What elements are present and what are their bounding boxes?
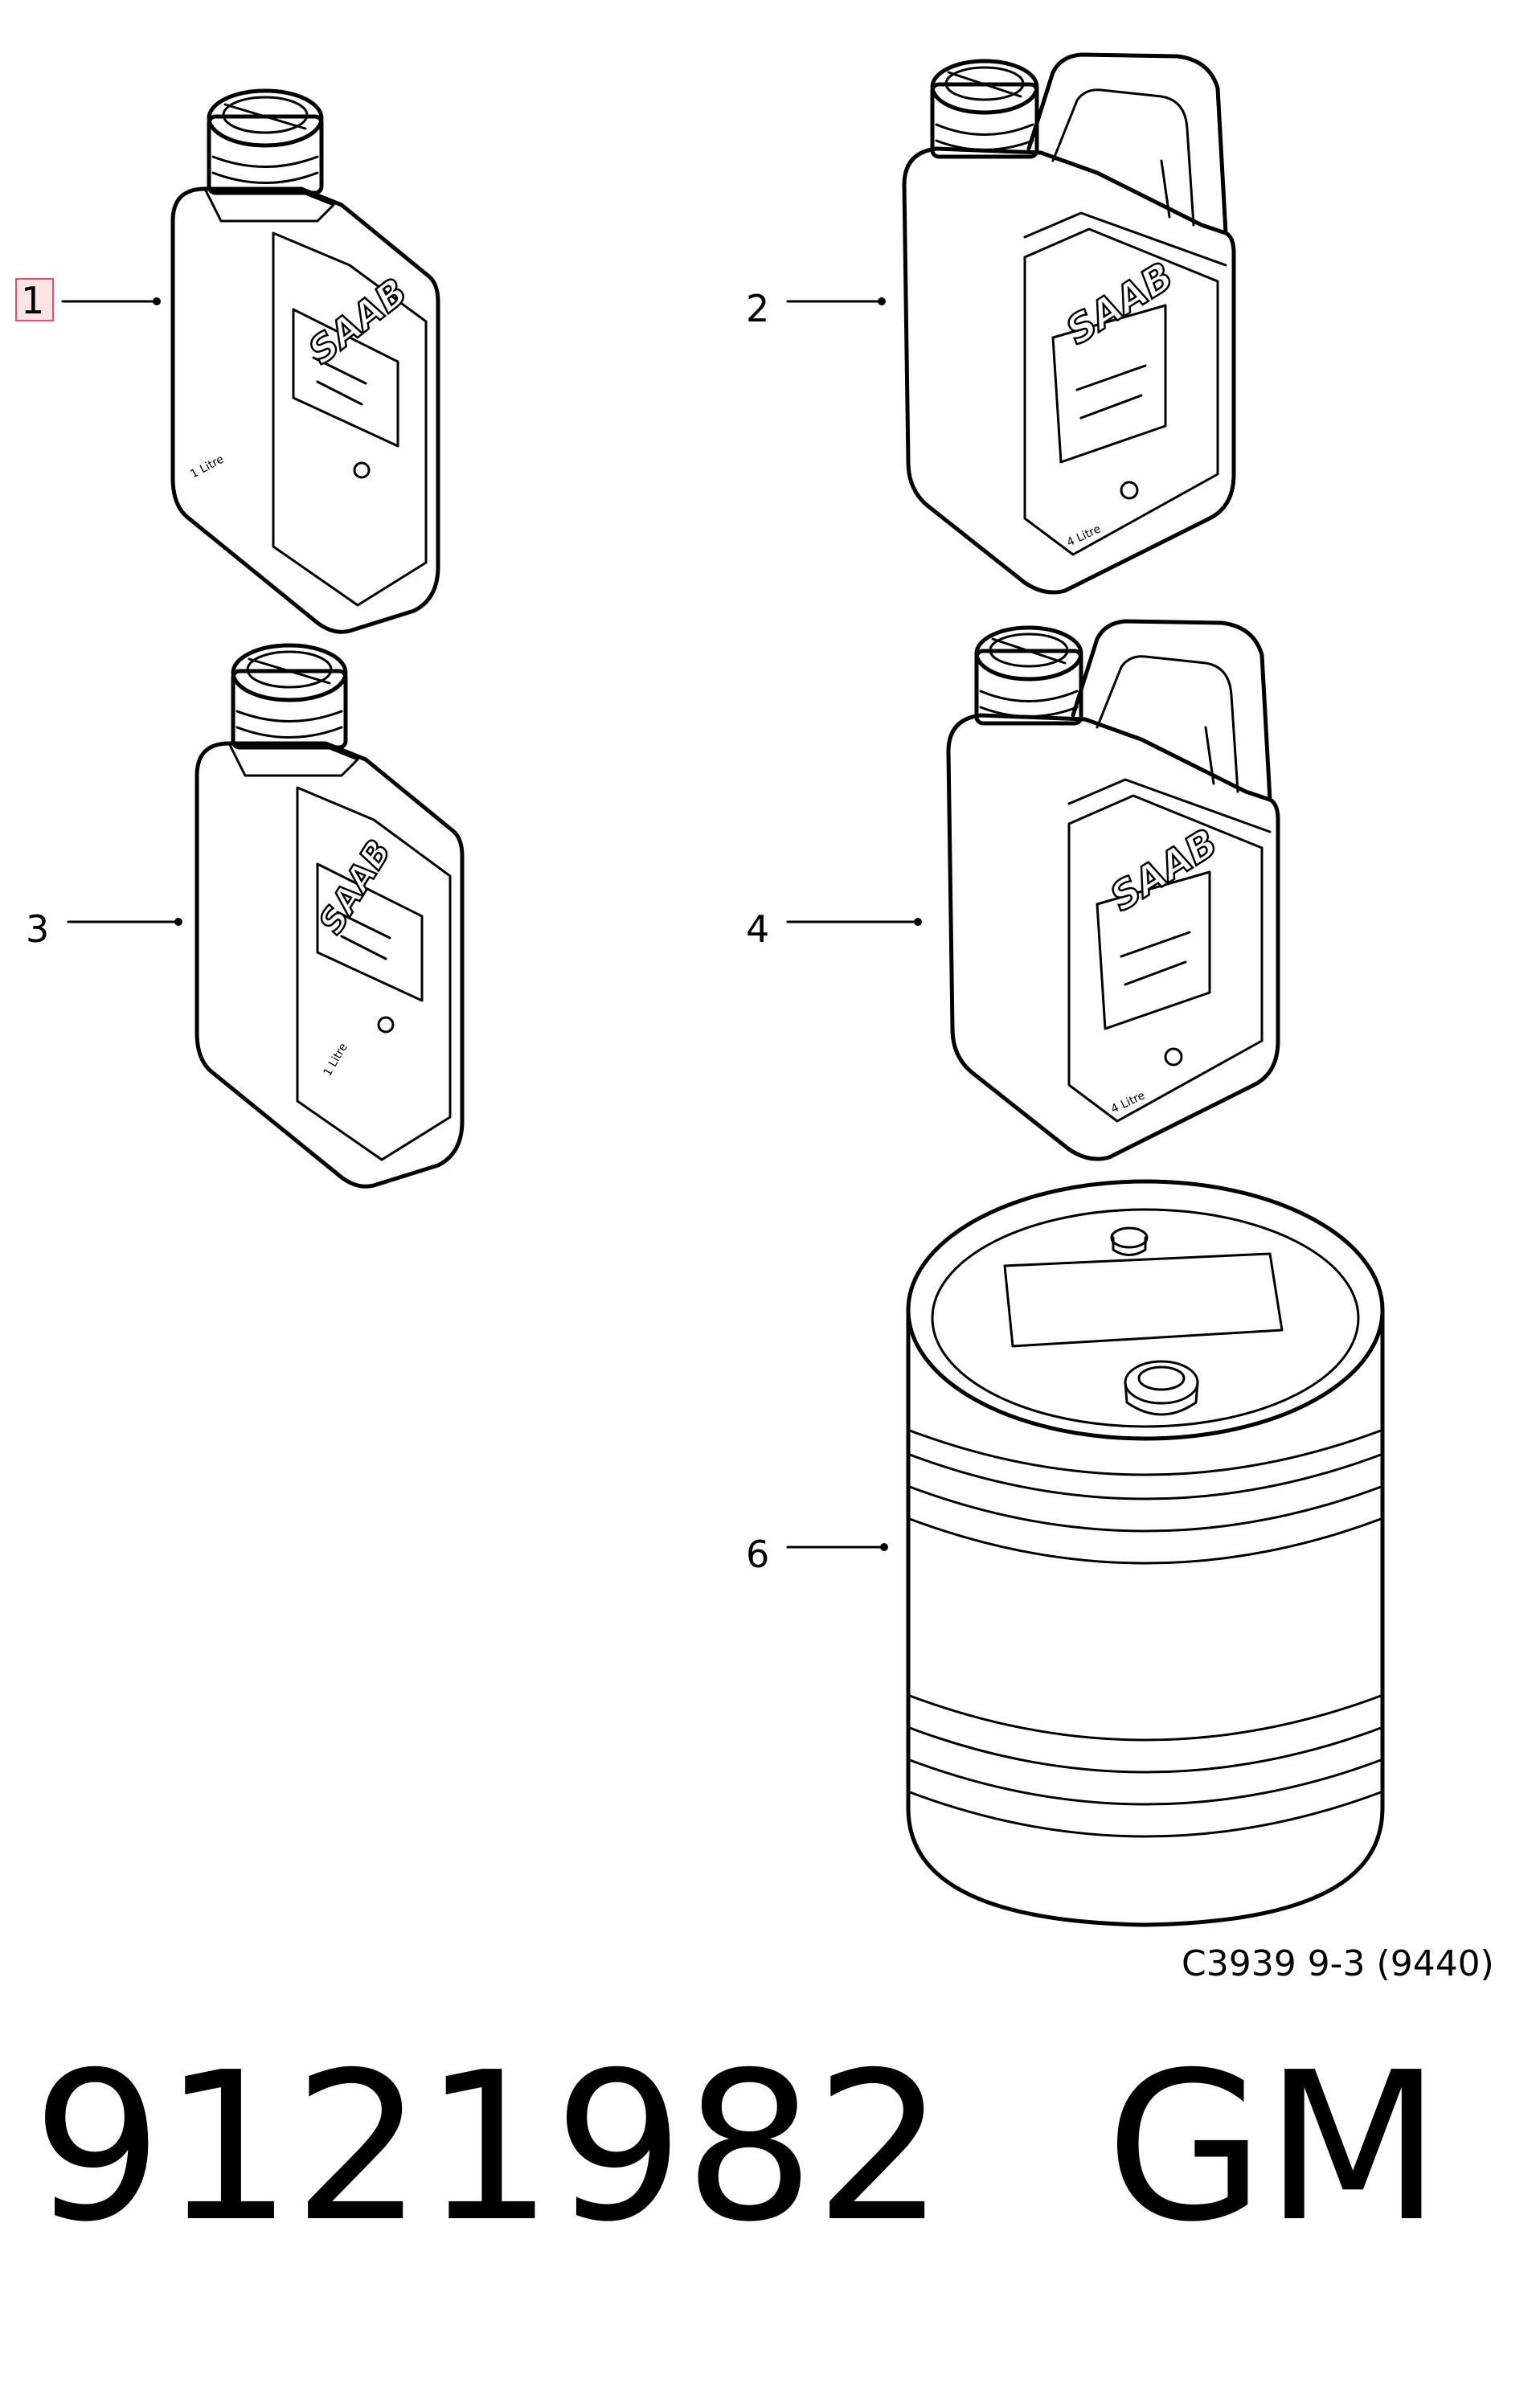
volume-label-4: 4 Litre [1109,1089,1147,1116]
svg-text:3: 3 [26,907,49,951]
container-2-jug: SAAB 4 Litre [904,55,1234,592]
callout-4[interactable]: 4 [746,907,922,951]
volume-label-1: 1 Litre [188,452,226,481]
manufacturer: GM [1105,2029,1442,2267]
svg-text:2: 2 [746,287,769,330]
saab-logo-4: SAAB [1103,821,1226,921]
saab-logo-3: SAAB [311,833,399,940]
svg-text:4: 4 [746,907,769,951]
diagram-reference: C3939 9-3 (9440) [1182,1943,1494,1984]
volume-label-2: 4 Litre [1065,522,1103,549]
parts-diagram: SAAB 1 Litre SAAB 1 Litre SAAB 4 Litre S… [15,0,1385,1927]
callout-2[interactable]: 2 [746,287,886,330]
callout-3[interactable]: 3 [26,907,182,951]
container-1-bottle: SAAB 1 Litre [173,91,438,632]
callout-1[interactable]: 1 [15,278,161,322]
volume-label-3: 1 Litre [322,1041,350,1079]
part-number: 9121982 [32,2029,945,2267]
container-6-drum [906,1179,1385,1927]
callout-highlight [15,278,54,321]
svg-text:1: 1 [21,279,44,322]
saab-logo-2: SAAB [1059,254,1182,354]
container-3-bottle: SAAB 1 Litre [197,645,462,1186]
svg-text:6: 6 [746,1533,769,1576]
container-4-jug: SAAB 4 Litre [948,621,1278,1159]
callout-6[interactable]: 6 [746,1533,888,1576]
